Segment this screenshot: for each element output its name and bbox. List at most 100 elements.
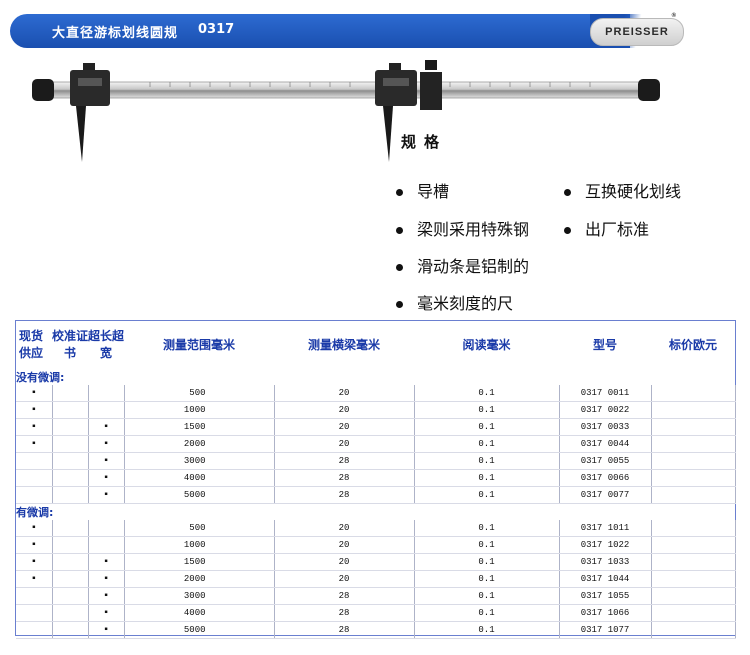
specification-table: 现货供应 校准证书 超长超宽 测量范围毫米 测量横梁毫米 阅读毫米 型号 标价欧… [15, 320, 736, 639]
spec-bullet: 滑动条是铝制的 [396, 253, 529, 277]
table-cell: 5000 [124, 486, 275, 504]
header-reading: 阅读毫米 [462, 337, 511, 352]
table-cell: 20 [274, 435, 415, 453]
header-range: 测量范围毫米 [162, 337, 235, 352]
table-cell [52, 553, 89, 571]
table-cell: 0.1 [414, 452, 560, 470]
table-cell [651, 536, 736, 554]
table-cell: 0317 1044 [559, 570, 652, 588]
table-cell [52, 486, 89, 504]
table-cell: 0.1 [414, 604, 560, 622]
table-cell: 0317 0077 [559, 486, 652, 504]
table-cell [52, 604, 89, 622]
table-cell: 1000 [124, 536, 275, 554]
table-cell: 3000 [124, 587, 275, 605]
table-cell: 5000 [124, 621, 275, 639]
table-cell: ▪ [16, 401, 53, 419]
table-cell: ▪ [88, 435, 125, 453]
table-cell [651, 486, 736, 504]
table-cell: 0.1 [414, 401, 560, 419]
table-cell: 0317 0033 [559, 418, 652, 436]
table-cell: ▪ [88, 604, 125, 622]
bullet-dot [564, 227, 571, 234]
table-cell: 28 [274, 604, 415, 622]
bullet-dot [396, 301, 403, 308]
table-cell [88, 520, 125, 537]
table-cell: 0317 0044 [559, 435, 652, 453]
table-cell: 0.1 [414, 418, 560, 436]
table-cell [651, 418, 736, 436]
table-cell: 20 [274, 553, 415, 571]
table-cell: 1000 [124, 401, 275, 419]
header-extra-size: 超长超宽 [88, 329, 125, 360]
spec-bullet: 导槽 [396, 178, 449, 202]
table-cell: 0.1 [414, 536, 560, 554]
table-cell: ▪ [88, 621, 125, 639]
table-cell: ▪ [16, 520, 53, 537]
table-cell [52, 536, 89, 554]
table-cell: ▪ [16, 418, 53, 436]
table-cell: 0.1 [414, 570, 560, 588]
table-cell: ▪ [16, 553, 53, 571]
table-cell: 0.1 [414, 385, 560, 402]
bullet-dot [396, 264, 403, 271]
table-cell: 0317 0055 [559, 452, 652, 470]
table-cell [651, 435, 736, 453]
bullet-text: 导槽 [417, 182, 450, 201]
table-cell [52, 520, 89, 537]
table-cell: 0317 1055 [559, 587, 652, 605]
bullet-dot [396, 227, 403, 234]
table-cell: ▪ [88, 553, 125, 571]
group-row: 没有微调: [16, 369, 735, 385]
table-cell: 0.1 [414, 435, 560, 453]
table-cell [52, 435, 89, 453]
table-cell: ▪ [16, 385, 53, 402]
table-cell: 0317 1011 [559, 520, 652, 537]
table-cell [52, 570, 89, 588]
brand-logo: PREISSER ® [590, 13, 684, 46]
table-cell: 0.1 [414, 486, 560, 504]
table-cell: ▪ [88, 587, 125, 605]
table-cell: 4000 [124, 604, 275, 622]
bullet-dot [564, 189, 571, 196]
bullet-text: 梁则采用特殊钢 [417, 220, 530, 239]
registered-mark: ® [671, 13, 677, 19]
table-cell [16, 621, 53, 639]
table-cell: 28 [274, 469, 415, 487]
table-cell [52, 452, 89, 470]
bullet-text: 出厂标准 [585, 220, 650, 239]
table-cell: 2000 [124, 570, 275, 588]
table-cell [52, 385, 89, 402]
spec-bullet: 出厂标准 [564, 216, 649, 240]
table-cell: 500 [124, 520, 275, 537]
table-cell: 0317 0011 [559, 385, 652, 402]
table-cell: 20 [274, 418, 415, 436]
table-cell [651, 469, 736, 487]
table-cell: ▪ [16, 435, 53, 453]
table-cell [88, 401, 125, 419]
table-cell: 28 [274, 587, 415, 605]
header-beam: 测量横梁毫米 [307, 337, 380, 352]
brand-logo-text: PREISSER [605, 26, 669, 38]
table-cell [16, 587, 53, 605]
table-cell [651, 587, 736, 605]
table-cell: 1500 [124, 418, 275, 436]
table-cell [16, 604, 53, 622]
table-cell [88, 536, 125, 554]
header-calibration-cert: 校准证书 [52, 329, 89, 360]
header-model: 型号 [592, 337, 617, 352]
table-cell: 3000 [124, 452, 275, 470]
page-title: 大直径游标划线圆规 [52, 26, 179, 41]
spec-bullet: 互换硬化划线 [564, 178, 681, 202]
group-label: 有微调: [16, 506, 54, 519]
table-cell: 500 [124, 385, 275, 402]
table-cell [651, 520, 736, 537]
table-cell: 28 [274, 486, 415, 504]
